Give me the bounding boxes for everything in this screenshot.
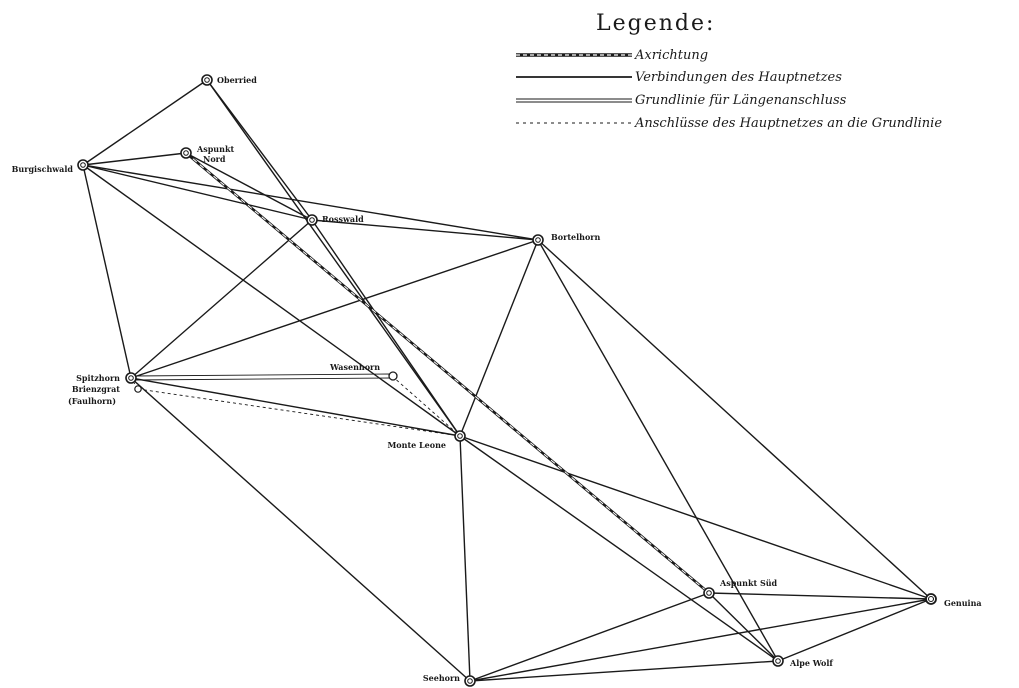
legend-item-grund: Grundlinie für Längenanschluss [635, 93, 847, 108]
line-monte-leone-seehorn [459, 435, 471, 682]
station-rosswald [306, 214, 318, 226]
stations [77, 74, 937, 687]
station-spitzhorn [125, 372, 137, 384]
label-burgischwald: Burgischwald [12, 164, 74, 174]
label-bortelhorn: Bortelhorn [551, 232, 601, 242]
station-alpe-wolf [772, 655, 784, 667]
line-aspunkt-sud-alpe-wolf [708, 592, 779, 662]
legend-item-haupt: Verbindungen des Hauptnetzes [635, 70, 842, 85]
station-oberried [201, 74, 213, 86]
line-seehorn-aspunkt-sud [469, 592, 710, 682]
line-oberried-rosswald [206, 79, 313, 221]
line-bortelhorn-genuina [537, 239, 932, 600]
line-rosswald-monte-leone [311, 219, 461, 437]
line-seehorn-genuina [469, 598, 932, 682]
line-rosswald-spitzhorn [130, 219, 313, 379]
connection-brienzgrat-monte-leone [137, 388, 461, 437]
line-rosswald-bortelhorn [311, 219, 539, 241]
station-aspunkt-sud [703, 587, 715, 599]
line-spitzhorn-seehorn [130, 377, 471, 682]
line-aspunkt-sud-genuina [708, 592, 932, 600]
label-genuina: Genuina [944, 598, 982, 608]
line-monte-leone-alpe-wolf [459, 435, 779, 662]
axis-direction-line [185, 152, 710, 594]
station-brienzgrat [134, 385, 142, 393]
label-monte-leone: Monte Leone [387, 440, 446, 450]
line-oberried-burgischwald [82, 79, 208, 166]
label-brienzgrat: Brienzgrat [72, 384, 120, 394]
station-genuina [925, 593, 937, 605]
line-monte-leone-genuina [459, 435, 932, 600]
main-network [82, 79, 932, 682]
line-spitzhorn-monte-leone [130, 377, 461, 437]
line-burgischwald-spitzhorn [82, 164, 132, 379]
label-alpe-wolf: Alpe Wolf [789, 658, 833, 668]
label-aspunkt-nord-1: Aspunkt [196, 144, 234, 154]
label-aspunkt-nord-2: Nord [203, 154, 226, 164]
label-rosswald: Rosswald [322, 214, 364, 224]
line-burgischwald-aspunkt-nord [82, 152, 187, 166]
label-faulhorn: (Faulhorn) [68, 396, 116, 406]
label-oberried: Oberried [217, 75, 257, 85]
station-labels: Oberried Aspunkt Nord Burgischwald Rossw… [12, 75, 982, 683]
line-seehorn-alpe-wolf [469, 660, 779, 682]
station-aspunkt-nord [180, 147, 192, 159]
station-seehorn [464, 675, 476, 687]
legend: Legende: Axrichtung Verbindungen des Hau… [516, 11, 942, 131]
label-spitzhorn: Spitzhorn [76, 373, 120, 383]
label-aspunkt-sud: Aspunkt Süd [719, 578, 778, 588]
legend-item-anschluss: Anschlüsse des Hauptnetzes an die Grundl… [634, 116, 942, 131]
line-alpe-wolf-genuina [777, 598, 932, 662]
station-wasenhorn [388, 371, 398, 381]
legend-title: Legende: [596, 11, 715, 36]
station-bortelhorn [532, 234, 544, 246]
label-seehorn: Seehorn [423, 673, 460, 683]
line-burgischwald-bortelhorn [82, 164, 539, 241]
line-bortelhorn-spitzhorn [130, 239, 539, 379]
baseline-wasenhorn-spitzhorn [132, 373, 393, 381]
station-burgischwald [77, 159, 89, 171]
connection-wasenhorn-monte-leone [391, 375, 461, 437]
line-aspunkt-nord-rosswald [185, 152, 313, 221]
station-monte-leone [454, 430, 466, 442]
line-oberried-monte-leone [206, 79, 461, 437]
line-burgischwald-rosswald [82, 164, 313, 221]
line-bortelhorn-monte-leone [459, 239, 539, 437]
label-wasenhorn: Wasenhorn [329, 362, 380, 372]
line-burgischwald-monte-leone [82, 164, 461, 437]
line-bortelhorn-alpe-wolf [537, 239, 779, 662]
legend-item-achse: Axrichtung [634, 48, 708, 63]
